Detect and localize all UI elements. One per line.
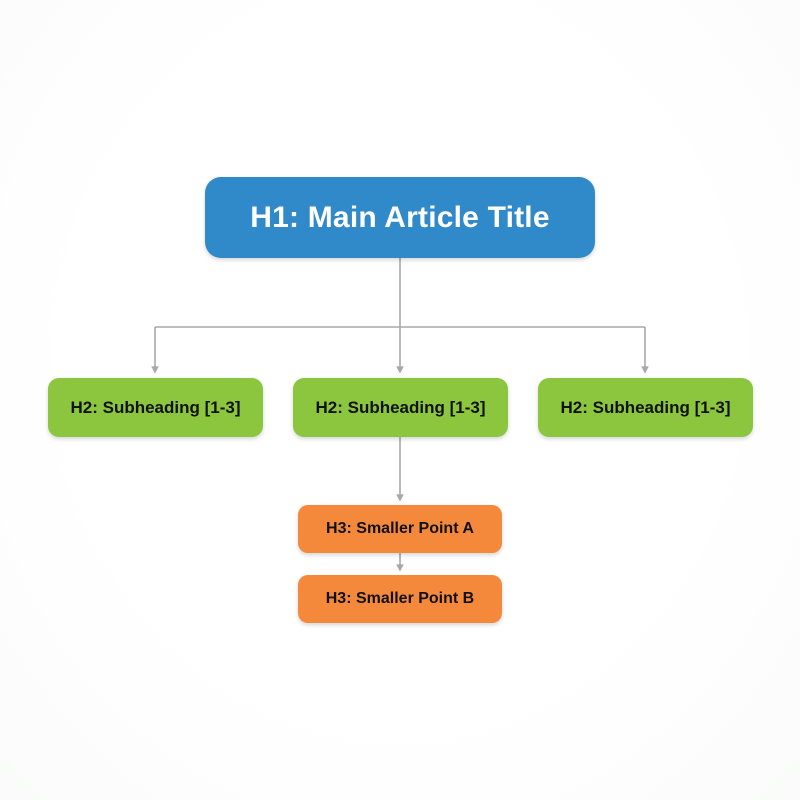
node-h3-label-a: H3: Smaller Point A bbox=[326, 520, 474, 537]
node-h2-label-2: H2: Subheading [1-3] bbox=[315, 397, 486, 417]
node-h3-smaller-point-b[interactable]: H3: Smaller Point B bbox=[298, 575, 502, 623]
node-h3-smaller-point-a[interactable]: H3: Smaller Point A bbox=[298, 505, 502, 553]
node-h2-label-3: H2: Subheading [1-3] bbox=[560, 397, 731, 417]
node-h2-subheading-2[interactable]: H2: Subheading [1-3] bbox=[293, 378, 508, 437]
node-h1-label: H1: Main Article Title bbox=[250, 200, 550, 234]
node-h2-subheading-3[interactable]: H2: Subheading [1-3] bbox=[538, 378, 753, 437]
node-h1-main-article-title[interactable]: H1: Main Article Title bbox=[205, 177, 595, 258]
node-h2-label-1: H2: Subheading [1-3] bbox=[70, 397, 241, 417]
node-h2-subheading-1[interactable]: H2: Subheading [1-3] bbox=[48, 378, 263, 437]
node-h3-label-b: H3: Smaller Point B bbox=[325, 590, 475, 607]
